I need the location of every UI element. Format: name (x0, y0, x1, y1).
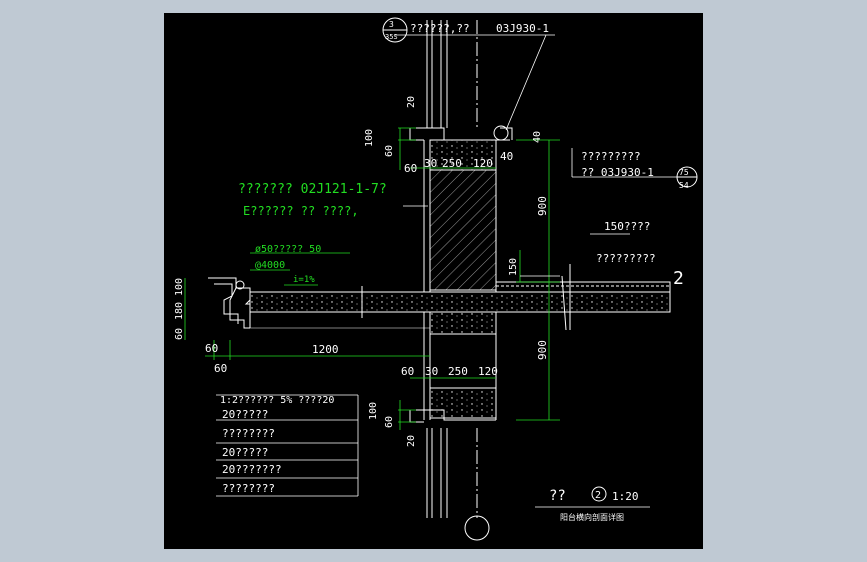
drawing-canvas: 3 35S ??????,?? 03J930-1 ????????? ?? 03… (164, 13, 703, 549)
title-sub: 阳台横向剖面详图 (560, 512, 624, 522)
top-callout-text: ??????,?? (410, 22, 470, 35)
note-150: 150???? (604, 220, 650, 233)
reference-circles (382, 17, 698, 541)
dim-top-20: 20 (406, 96, 417, 108)
green-labels: ??????? 02J121-1-7? E?????? ?? ????, ø50… (238, 182, 387, 285)
dim-900-lower: 900 (536, 340, 549, 360)
dim-1200: 1200 (312, 343, 339, 356)
dim-bot-30: 30 (425, 365, 438, 378)
layer-5: 20??????? (222, 463, 282, 476)
dim-top-100: 100 (364, 129, 375, 147)
layer-4: 20????? (222, 446, 268, 459)
title-label: ?? (549, 488, 566, 504)
title-circle-number: 2 (595, 490, 601, 501)
layer-2: 20????? (222, 408, 268, 421)
title-scale: 1:20 (612, 490, 639, 503)
top-circle-bottom: 35S (385, 33, 398, 41)
window-lines (426, 20, 478, 518)
white-labels: 3 35S ??????,?? 03J930-1 ????????? ?? 03… (220, 20, 689, 522)
title-circle (591, 486, 607, 502)
top-callout-ref: 03J930-1 (496, 22, 549, 35)
dim-top-120: 120 (473, 157, 493, 170)
dim-bot-60b: 60 (384, 416, 395, 428)
right-circle-bottom: 54 (679, 181, 689, 190)
dim-top-250: 250 (442, 157, 462, 170)
axis-label: 2 (673, 268, 684, 289)
layer-6: ???????? (222, 482, 275, 495)
right-circle-top: 75 (679, 168, 689, 177)
dimension-text: 20 100 60 60 30 250 120 40 40 900 900 15… (174, 96, 549, 447)
dim-150: 150 (508, 258, 519, 276)
green-note-1: ??????? 02J121-1-7? (238, 182, 387, 197)
dim-bot-250: 250 (448, 365, 468, 378)
layer-3: ???????? (222, 427, 275, 440)
pipe-note-2: @4000 (255, 260, 285, 271)
dim-left-180: 180 (174, 302, 185, 320)
dim-top-40a: 40 (532, 131, 543, 143)
dim-left-60a: 60 (205, 342, 218, 355)
dim-left-100: 100 (174, 278, 185, 296)
dim-top-30: 30 (424, 157, 437, 170)
dim-top-60: 60 (384, 145, 395, 157)
axis-circle (464, 515, 490, 541)
dimension-lines (184, 127, 630, 430)
dim-top-40b: 40 (500, 150, 513, 163)
dim-top-60b: 60 (404, 162, 417, 175)
layer-1: 1:2?????? 5% ????20 (220, 395, 334, 406)
cantilever-gutter (208, 277, 430, 329)
dim-bot-100: 100 (368, 402, 379, 420)
green-note-2: E?????? ?? ????, (243, 204, 359, 218)
note-slab: ????????? (596, 252, 656, 265)
dim-bot-60: 60 (401, 365, 414, 378)
dim-left-60: 60 (174, 328, 185, 340)
dim-bot-20: 20 (406, 435, 417, 447)
top-circle-top: 3 (389, 20, 394, 29)
leader-lines (216, 34, 686, 508)
upper-wall (409, 127, 513, 292)
dim-left-60b: 60 (214, 362, 227, 375)
lower-wall (409, 311, 497, 423)
right-callout-line1: ????????? (581, 150, 641, 163)
dim-bot-120: 120 (478, 365, 498, 378)
dim-900-upper: 900 (536, 196, 549, 216)
section-detail-drawing: 3 35S ??????,?? 03J930-1 ????????? ?? 03… (174, 17, 698, 541)
pipe-note-1: ø50????? 50 (255, 244, 321, 255)
right-callout-line2: ?? 03J930-1 (581, 166, 654, 179)
slope-label: i=1% (293, 275, 315, 285)
